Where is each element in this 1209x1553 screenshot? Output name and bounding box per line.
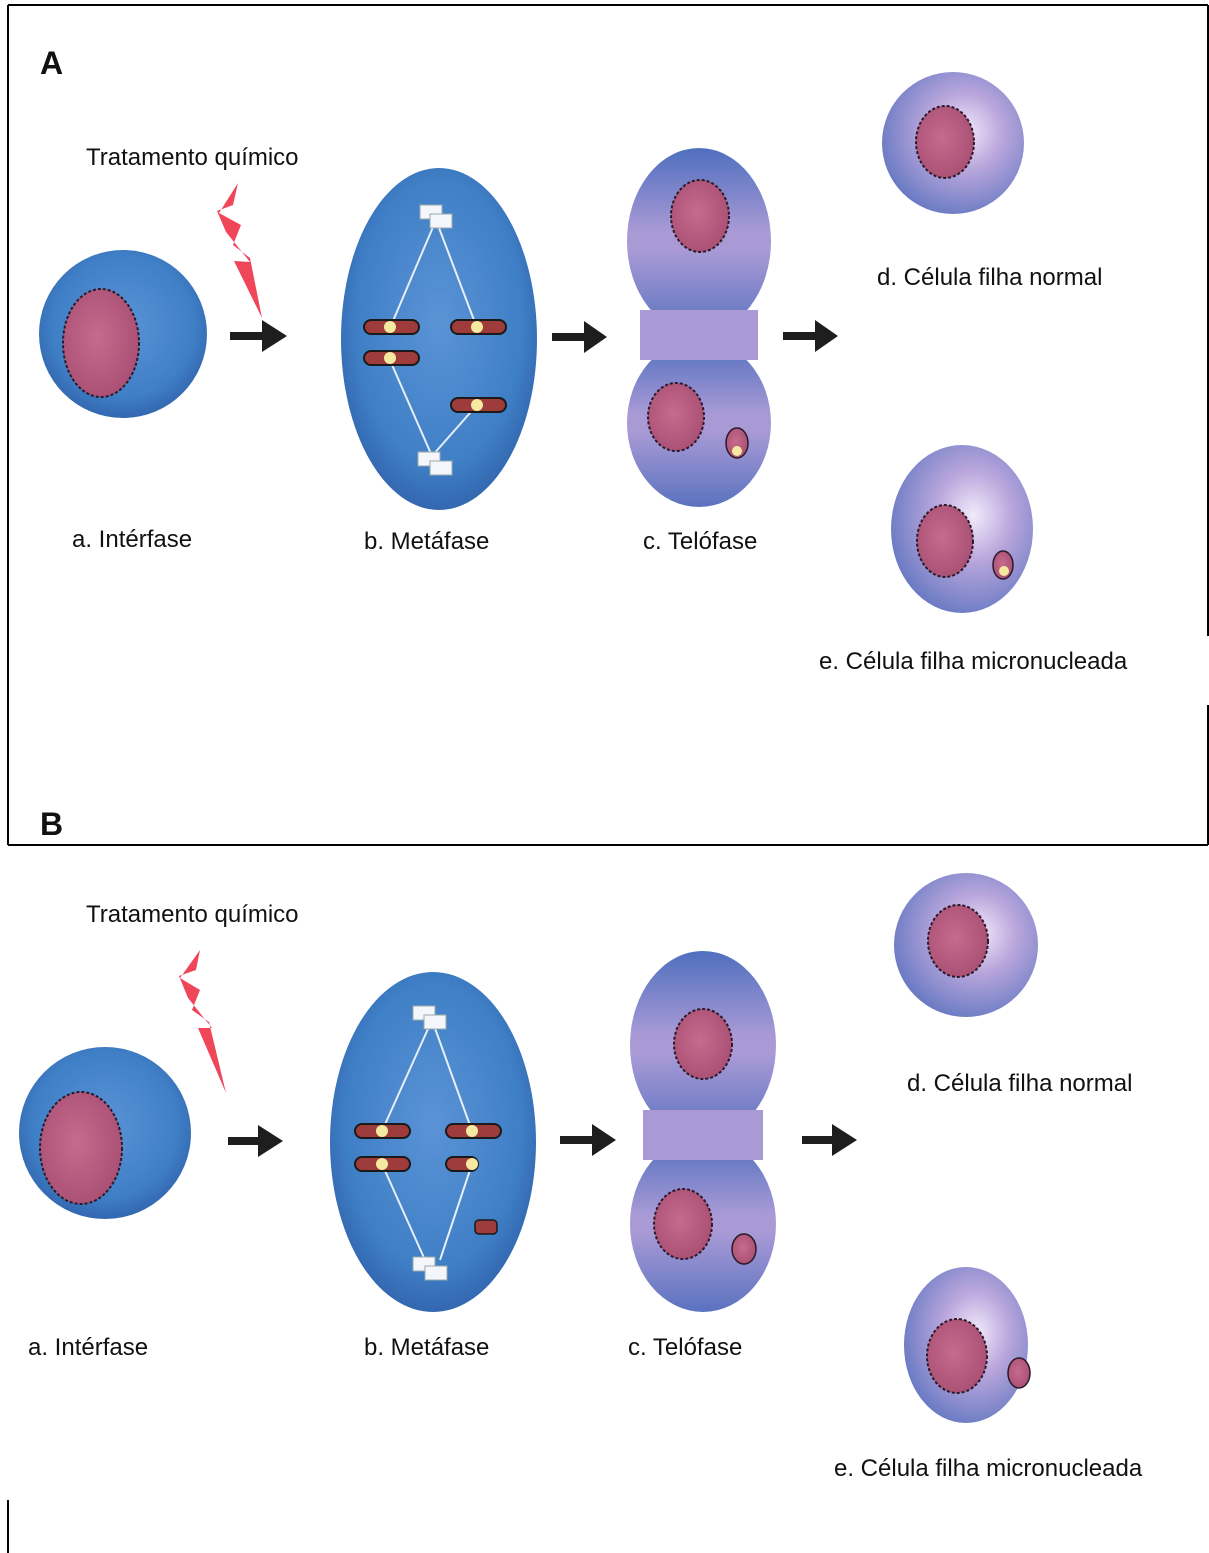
chromosome (364, 320, 419, 334)
metaphase-cell (330, 972, 536, 1312)
nucleus (928, 905, 988, 977)
daughter-cell-micronucleated (904, 1267, 1030, 1423)
label-normal-daughter: d. Célula filha normal (907, 1070, 1132, 1098)
nucleus (40, 1092, 122, 1204)
stage-label-interphase: a. Intérfase (72, 526, 192, 554)
right-arrow-icon (783, 320, 838, 352)
chromosome (446, 1157, 478, 1171)
stage-label-telophase: c. Telófase (628, 1334, 742, 1362)
chromosome-fragment (475, 1220, 497, 1234)
interphase-cell (39, 250, 207, 418)
chromosome (446, 1124, 501, 1138)
daughter-cell-normal (894, 873, 1038, 1017)
chromosome (355, 1124, 410, 1138)
micronucleus (1008, 1358, 1030, 1388)
nucleus (654, 1189, 712, 1259)
label-micronucleated-daughter: e. Célula filha micronucleada (834, 1455, 1142, 1483)
telophase-cell (630, 951, 776, 1312)
stage-label-interphase: a. Intérfase (28, 1334, 148, 1362)
right-arrow-icon (802, 1124, 857, 1156)
label-micronucleated-daughter: e. Célula filha micronucleada (819, 648, 1127, 676)
chromosome (355, 1157, 410, 1171)
stage-label-metaphase: b. Metáfase (364, 1334, 489, 1362)
lightning-bolt-icon (179, 950, 226, 1093)
treatment-label: Tratamento químico (86, 144, 299, 172)
telophase-cell (627, 148, 771, 507)
treatment-label: Tratamento químico (86, 901, 299, 929)
micronucleus (732, 1234, 756, 1264)
panel-letter-b: B (40, 806, 63, 843)
right-arrow-icon (230, 320, 287, 352)
interphase-cell (19, 1047, 191, 1219)
metaphase-cell (341, 168, 537, 510)
chromosome (364, 351, 419, 365)
right-arrow-icon (552, 321, 607, 353)
daughter-cell-micronucleated (891, 445, 1033, 613)
label-normal-daughter: d. Célula filha normal (877, 264, 1102, 292)
right-arrow-icon (560, 1124, 616, 1156)
panel-b (19, 873, 1038, 1423)
nucleus (916, 106, 974, 178)
nucleus (671, 180, 729, 252)
nucleus (674, 1009, 732, 1079)
chromosome (451, 320, 506, 334)
chromosome (451, 398, 506, 412)
nucleus (927, 1319, 987, 1393)
nucleus (917, 505, 973, 577)
panel-letter-a: A (40, 45, 63, 82)
nucleus (63, 289, 139, 397)
nucleus (648, 383, 704, 451)
frame-lines (8, 5, 1208, 1553)
right-arrow-icon (228, 1125, 283, 1157)
lightning-bolt-icon (217, 183, 262, 318)
stage-label-metaphase: b. Metáfase (364, 528, 489, 556)
daughter-cell-normal (882, 72, 1024, 214)
stage-label-telophase: c. Telófase (643, 528, 757, 556)
